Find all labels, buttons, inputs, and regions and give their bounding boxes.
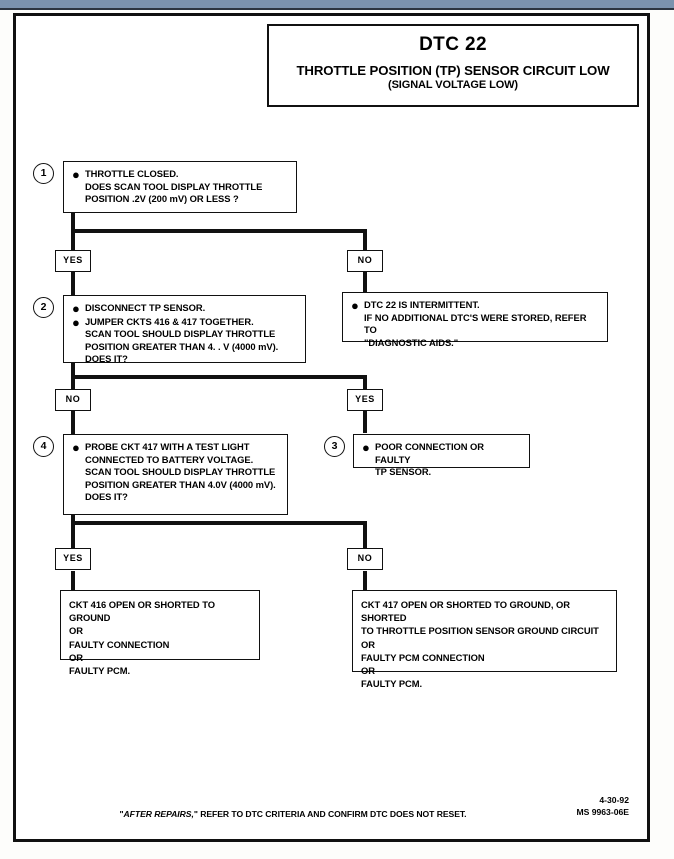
result-box-right: CKT 417 OPEN OR SHORTED TO GROUND, OR SH… [352,590,617,689]
connector-yes3-to-result-left [71,571,75,591]
step-number-2: 2 [33,297,54,318]
bullet-marker: ● [351,298,359,313]
footer-meta: 4-30-92 MS 9963-06E [576,794,629,818]
page-border: DTC 22 THROTTLE POSITION (TP) SENSOR CIR… [13,13,650,842]
step2-text-2: JUMPER CKTS 416 & 417 TOGETHER. SCAN TOO… [85,315,279,365]
footer-note-lead: " [119,809,124,819]
step4-bullet-1: ● PROBE CKT 417 WITH A TEST LIGHT CONNEC… [72,441,279,504]
connector-row1-tee [71,229,367,233]
step1-text-1: THROTTLE CLOSED. DOES SCAN TOOL DISPLAY … [85,168,263,204]
connector-row2-right-down [363,375,367,390]
connector-row3-left-down [71,521,75,549]
step-box-1: ● THROTTLE CLOSED. DOES SCAN TOOL DISPLA… [63,161,297,213]
connector-row1-right-down [363,229,367,251]
connector-yes2-to-step3 [363,411,367,433]
step-number-3: 3 [324,436,345,457]
footer-note: "AFTER REPAIRS," REFER TO DTC CRITERIA A… [78,809,508,819]
branch-tag-no-3: NO [347,548,383,570]
bullet-marker: ● [72,167,80,182]
connector-layer [16,16,653,845]
bullet-marker: ● [362,440,370,455]
scan-edge-rule [0,8,674,10]
step2-bullet-2: ● JUMPER CKTS 416 & 417 TOGETHER. SCAN T… [72,316,297,366]
page-title-main: THROTTLE POSITION (TP) SENSOR CIRCUIT LO… [296,63,610,78]
branch-tag-no-1: NO [347,250,383,272]
connector-row3-tee [71,521,367,525]
connector-no2-to-step4 [71,411,75,435]
connector-row2-left-down [71,375,75,390]
branch-tag-yes-3: YES [55,548,91,570]
intermittent-text: DTC 22 IS INTERMITTENT. IF NO ADDITIONAL… [364,299,587,348]
connector-no3-to-result-right [363,571,367,591]
step-box-3: ● POOR CONNECTION OR FAULTY TP SENSOR. [353,434,530,477]
branch-tag-no-2: NO [55,389,91,411]
intermittent-bullet: ● DTC 22 IS INTERMITTENT. IF NO ADDITION… [351,299,599,349]
step3-text-1: POOR CONNECTION OR FAULTY TP SENSOR. [375,441,485,477]
footer-date: 4-30-92 [599,795,629,805]
footer-doc-id: MS 9963-06E [576,807,629,817]
bullet-marker: ● [72,314,80,330]
connector-row3-right-down [363,521,367,549]
step3-bullet-1: ● POOR CONNECTION OR FAULTY TP SENSOR. [362,441,521,479]
scan-edge-band [0,0,674,8]
step-number-4: 4 [33,436,54,457]
step-number-1: 1 [33,163,54,184]
branch-tag-yes-1: YES [55,250,91,272]
page-title-sub: (SIGNAL VOLTAGE LOW) [388,79,518,91]
connector-no1-to-intermittent [363,272,367,292]
step4-text-1: PROBE CKT 417 WITH A TEST LIGHT CONNECTE… [85,441,276,502]
footer-note-rest: " REFER TO DTC CRITERIA AND CONFIRM DTC … [193,809,467,819]
step-box-4: ● PROBE CKT 417 WITH A TEST LIGHT CONNEC… [63,434,288,515]
bullet-marker: ● [72,440,80,455]
result-box-left: CKT 416 OPEN OR SHORTED TO GROUND OR FAU… [60,590,260,676]
branch-tag-yes-2: YES [347,389,383,411]
footer-note-italic: AFTER REPAIRS, [123,809,194,819]
bullet-marker: ● [72,301,80,316]
title-block: DTC 22 THROTTLE POSITION (TP) SENSOR CIR… [267,24,639,107]
result-right-text: CKT 417 OPEN OR SHORTED TO GROUND, OR SH… [361,599,599,690]
connector-step2-stem [71,363,75,379]
step2-text-1: DISCONNECT TP SENSOR. [85,302,206,313]
page-title-code: DTC 22 [419,34,487,55]
connector-row2-tee [71,375,367,379]
step2-bullet-1: ● DISCONNECT TP SENSOR. [72,302,297,316]
step1-bullet-1: ● THROTTLE CLOSED. DOES SCAN TOOL DISPLA… [72,168,288,206]
connector-row1-left-down [71,229,75,251]
connector-yes1-to-step2 [71,272,75,296]
result-left-text: CKT 416 OPEN OR SHORTED TO GROUND OR FAU… [69,599,215,677]
connector-step1-stem [71,213,75,233]
intermittent-box: ● DTC 22 IS INTERMITTENT. IF NO ADDITION… [342,292,608,348]
step-box-2: ● DISCONNECT TP SENSOR. ● JUMPER CKTS 41… [63,295,306,366]
